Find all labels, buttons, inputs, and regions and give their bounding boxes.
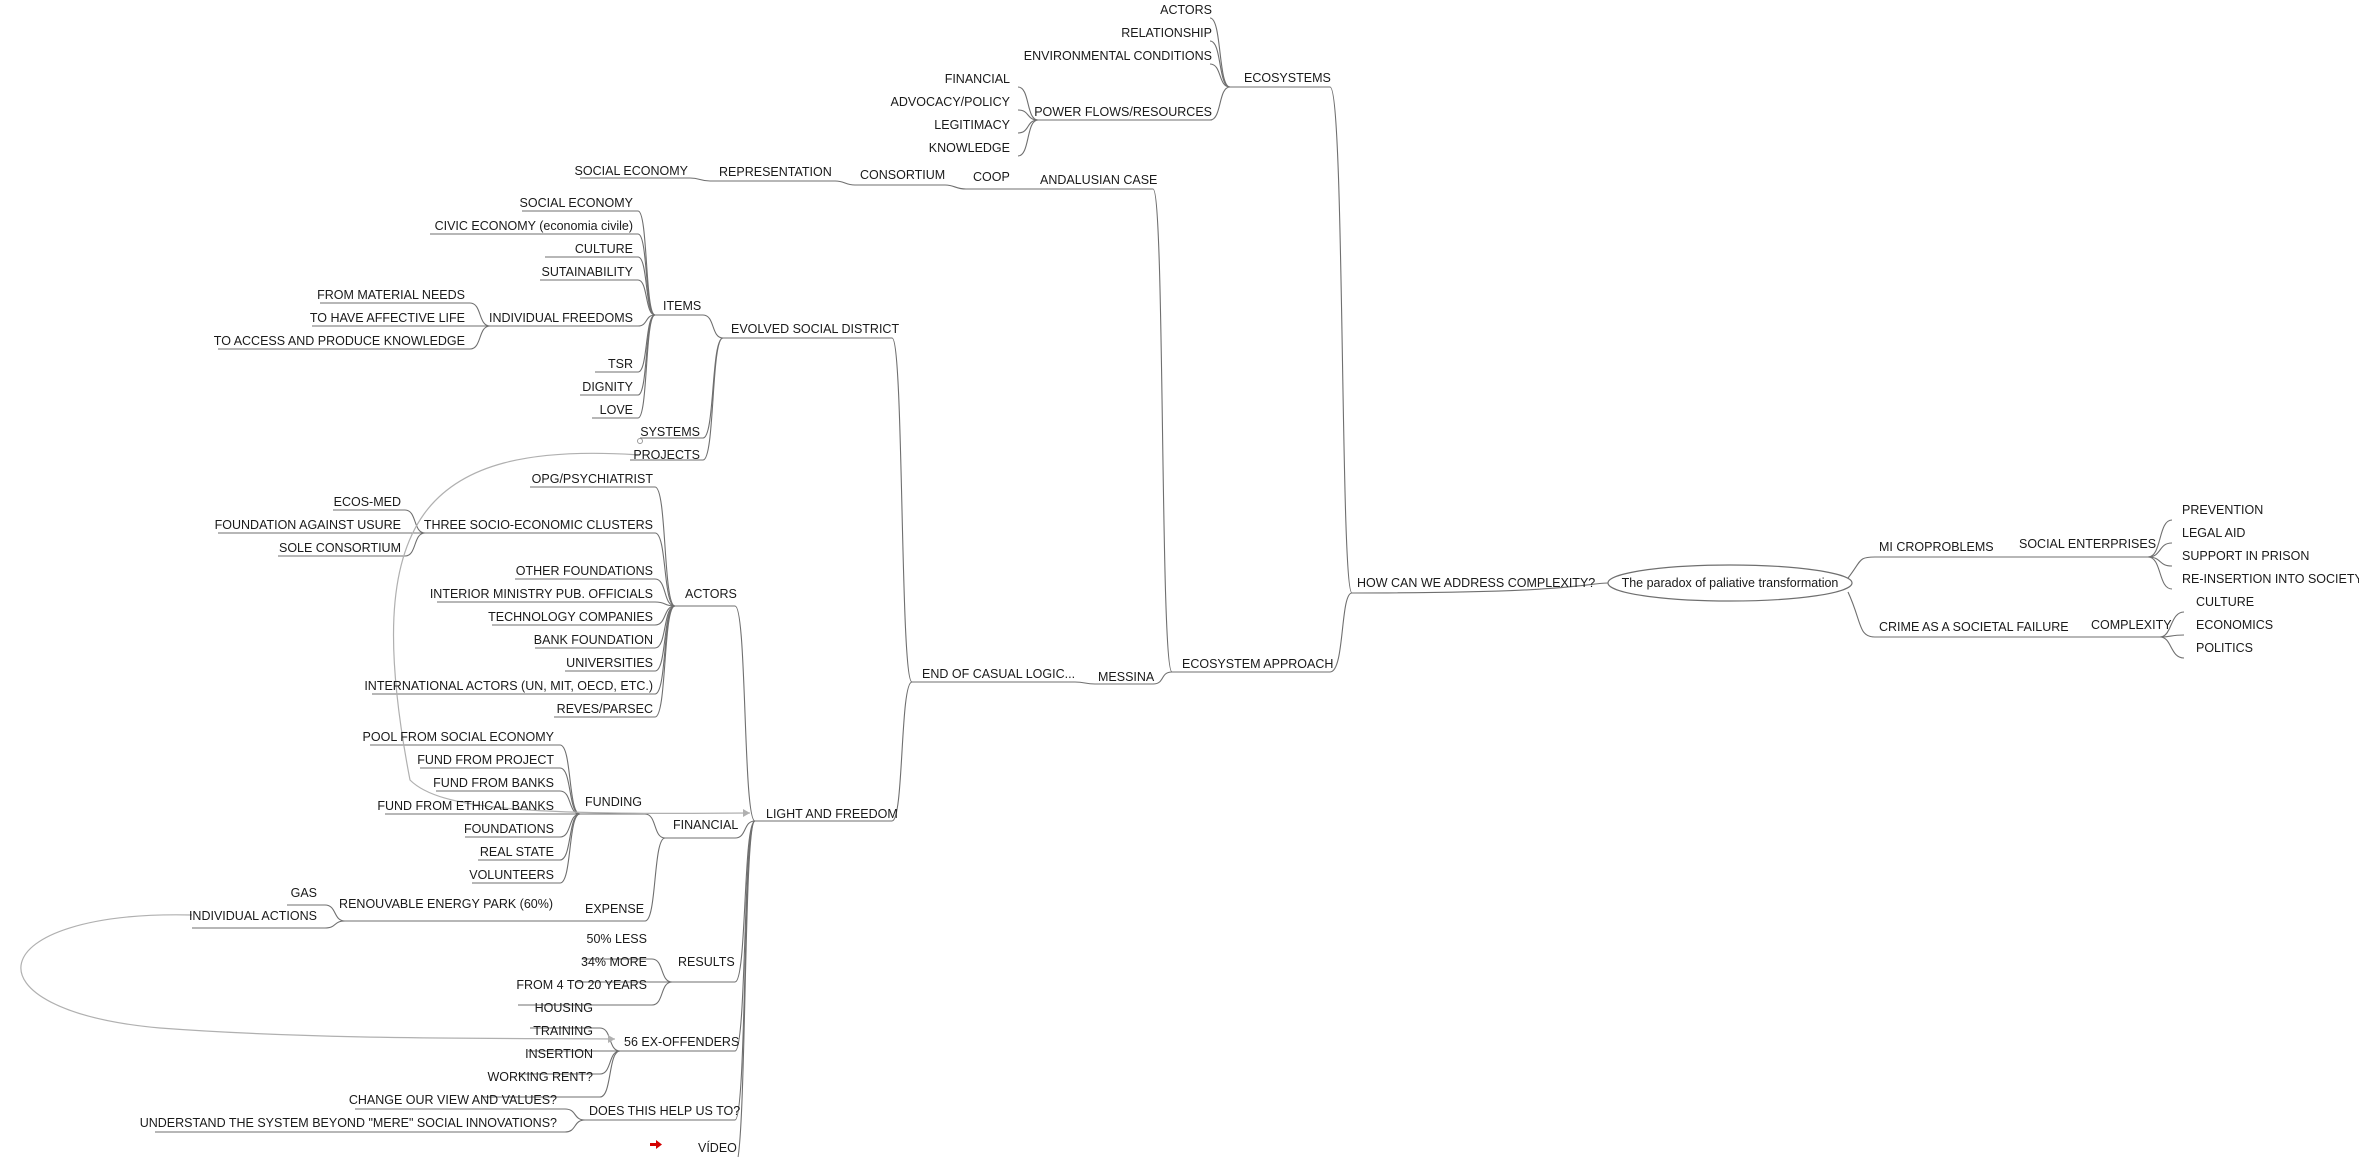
topic-light-and-freedom[interactable]: LIGHT AND FREEDOM [766, 807, 898, 821]
topic-understand-system[interactable]: UNDERSTAND THE SYSTEM BEYOND "MERE" SOCI… [140, 1116, 557, 1130]
topic-economics[interactable]: ECONOMICS [2196, 618, 2273, 632]
topic-ecosystems-actors[interactable]: ACTORS [1160, 3, 1212, 17]
topic-change-view-values[interactable]: CHANGE OUR VIEW AND VALUES? [349, 1093, 557, 1107]
relationship-curves [20, 438, 751, 1043]
topic-foundation-against-usure[interactable]: FOUNDATION AGAINST USURE [215, 518, 401, 532]
topic-funding[interactable]: FUNDING [585, 795, 642, 809]
topic-fund-from-ethical-banks[interactable]: FUND FROM ETHICAL BANKS [377, 799, 554, 813]
topic-technology-companies[interactable]: TECHNOLOGY COMPANIES [488, 610, 653, 624]
topic-ecosystem-approach[interactable]: ECOSYSTEM APPROACH [1182, 657, 1333, 671]
topic-advocacy[interactable]: ADVOCACY/POLICY [891, 95, 1011, 109]
central-topic[interactable]: The paradox of paliative transformation [1607, 564, 1853, 602]
topic-consortium[interactable]: CONSORTIUM [860, 168, 945, 182]
topic-access-knowledge[interactable]: TO ACCESS AND PRODUCE KNOWLEDGE [214, 334, 465, 348]
topic-working-rent[interactable]: WORKING RENT? [487, 1070, 593, 1084]
topic-reinsertion[interactable]: RE-INSERTION INTO SOCIETY [2182, 572, 2359, 586]
topic-tsr[interactable]: TSR [608, 357, 633, 371]
connector-lines [155, 17, 2185, 1157]
topic-prevention[interactable]: PREVENTION [2182, 503, 2263, 517]
topic-from-material-needs[interactable]: FROM MATERIAL NEEDS [317, 288, 465, 302]
topic-andalusian-case[interactable]: ANDALUSIAN CASE [1040, 173, 1157, 187]
topic-individual-freedoms[interactable]: INDIVIDUAL FREEDOMS [489, 311, 633, 325]
topic-56-ex-offenders[interactable]: 56 EX-OFFENDERS [624, 1035, 739, 1049]
topic-environmental-conditions[interactable]: ENVIRONMENTAL CONDITIONS [1024, 49, 1212, 63]
topic-sole-consortium[interactable]: SOLE CONSORTIUM [279, 541, 401, 555]
topic-social-economy[interactable]: SOCIAL ECONOMY [520, 196, 634, 210]
topic-pool-social-economy[interactable]: POOL FROM SOCIAL ECONOMY [363, 730, 555, 744]
topic-insertion[interactable]: INSERTION [525, 1047, 593, 1061]
topic-projects[interactable]: PROJECTS [633, 448, 700, 462]
topic-politics[interactable]: POLITICS [2196, 641, 2253, 655]
topic-interior-ministry[interactable]: INTERIOR MINISTRY PUB. OFFICIALS [430, 587, 653, 601]
topic-financial-eco[interactable]: FINANCIAL [945, 72, 1010, 86]
topic-renouvable-energy-park[interactable]: RENOUVABLE ENERGY PARK (60%) [339, 897, 553, 911]
topic-relationship[interactable]: RELATIONSHIP [1121, 26, 1212, 40]
topic-ecos-med[interactable]: ECOS-MED [334, 495, 401, 509]
topic-other-foundations[interactable]: OTHER FOUNDATIONS [516, 564, 653, 578]
topic-actors[interactable]: ACTORS [685, 587, 737, 601]
topic-evolved-social-district[interactable]: EVOLVED SOCIAL DISTRICT [731, 322, 899, 336]
topic-gas[interactable]: GAS [291, 886, 317, 900]
topic-crime-societal-failure[interactable]: CRIME AS A SOCIETAL FAILURE [1879, 620, 2069, 634]
topic-three-clusters[interactable]: THREE SOCIO-ECONOMIC CLUSTERS [424, 518, 653, 532]
topic-systems[interactable]: SYSTEMS [640, 425, 700, 439]
topic-volunteers[interactable]: VOLUNTEERS [469, 868, 554, 882]
topic-housing[interactable]: HOUSING [535, 1001, 593, 1015]
topic-does-this-help[interactable]: DOES THIS HELP US TO? [589, 1104, 740, 1118]
topic-coop[interactable]: COOP [973, 170, 1010, 184]
hyperlink-arrow-icon[interactable] [650, 1140, 662, 1149]
topic-messina[interactable]: MESSINA [1098, 670, 1155, 684]
topic-social-economy-rep[interactable]: SOCIAL ECONOMY [575, 164, 689, 178]
topic-expense[interactable]: EXPENSE [585, 902, 644, 916]
topic-end-of-casual-logic[interactable]: END OF CASUAL LOGIC... [922, 667, 1075, 681]
topic-affective-life[interactable]: TO HAVE AFFECTIVE LIFE [310, 311, 465, 325]
topic-training[interactable]: TRAINING [533, 1024, 593, 1038]
topic-dignity[interactable]: DIGNITY [582, 380, 633, 394]
topic-individual-actions[interactable]: INDIVIDUAL ACTIONS [189, 909, 317, 923]
topic-power-flows[interactable]: POWER FLOWS/RESOURCES [1034, 105, 1212, 119]
topic-culture-items[interactable]: CULTURE [575, 242, 633, 256]
topic-fund-from-banks[interactable]: FUND FROM BANKS [433, 776, 554, 790]
topic-items[interactable]: ITEMS [663, 299, 701, 313]
topic-sutainability[interactable]: SUTAINABILITY [542, 265, 634, 279]
topic-video[interactable]: VÍDEO [698, 1140, 737, 1155]
topic-results[interactable]: RESULTS [678, 955, 735, 969]
topic-love[interactable]: LOVE [600, 403, 633, 417]
topic-financial[interactable]: FINANCIAL [673, 818, 738, 832]
topic-reves-parsec[interactable]: REVES/PARSEC [557, 702, 653, 716]
topic-universities[interactable]: UNIVERSITIES [566, 656, 653, 670]
topic-social-enterprises[interactable]: SOCIAL ENTERPRISES [2019, 537, 2156, 551]
topic-fund-from-project[interactable]: FUND FROM PROJECT [417, 753, 554, 767]
topic-representation[interactable]: REPRESENTATION [719, 165, 832, 179]
topic-international-actors[interactable]: INTERNATIONAL ACTORS (UN, MIT, OECD, ETC… [364, 679, 653, 693]
topic-foundations[interactable]: FOUNDATIONS [464, 822, 554, 836]
topic-culture-right[interactable]: CULTURE [2196, 595, 2254, 609]
topic-bank-foundation[interactable]: BANK FOUNDATION [534, 633, 653, 647]
topic-legal-aid[interactable]: LEGAL AID [2182, 526, 2245, 540]
topic-civic-economy[interactable]: CIVIC ECONOMY (economia civile) [435, 219, 633, 233]
topic-ecosystems[interactable]: ECOSYSTEMS [1244, 71, 1331, 85]
topic-labels: HOW CAN WE ADDRESS COMPLEXITY? MI CROPRO… [140, 3, 2359, 1155]
topic-microproblems[interactable]: MI CROPROBLEMS [1879, 540, 1994, 554]
topic-knowledge[interactable]: KNOWLEDGE [929, 141, 1010, 155]
topic-complexity[interactable]: COMPLEXITY [2091, 618, 2172, 632]
topic-how-address-complexity[interactable]: HOW CAN WE ADDRESS COMPLEXITY? [1357, 576, 1595, 590]
topic-support-in-prison[interactable]: SUPPORT IN PRISON [2182, 549, 2309, 563]
topic-legitimacy[interactable]: LEGITIMACY [934, 118, 1010, 132]
topic-34-more[interactable]: 34% MORE [581, 955, 647, 969]
topic-real-state[interactable]: REAL STATE [480, 845, 554, 859]
topic-opg-psychiatrist[interactable]: OPG/PSYCHIATRIST [532, 472, 654, 486]
topic-50-less[interactable]: 50% LESS [587, 932, 647, 946]
central-topic-label: The paradox of paliative transformation [1622, 576, 1839, 590]
topic-4-to-20-years[interactable]: FROM 4 TO 20 YEARS [516, 978, 647, 992]
